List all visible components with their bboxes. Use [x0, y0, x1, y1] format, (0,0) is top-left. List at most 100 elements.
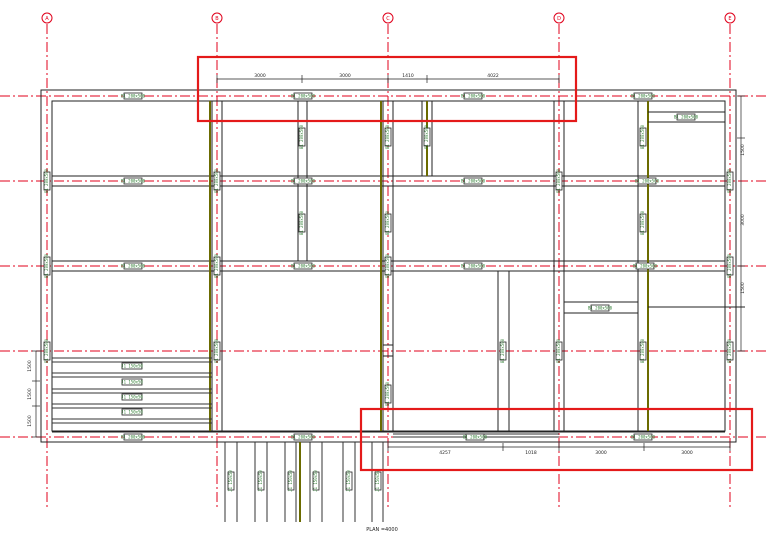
col-tag-b-1: B1 200x500	[213, 168, 221, 193]
beam-tag-right-2: B1 200x500	[588, 304, 613, 312]
beam-tag-top-3: B1 200x500	[461, 92, 486, 100]
svg-text:B1 200x500: B1 200x500	[631, 434, 656, 439]
col-tag-a-2: B1 200x500	[43, 253, 51, 278]
svg-text:B1 200x500: B1 200x500	[640, 124, 645, 149]
beam-tag-bottom-4: B1 200x500	[631, 433, 656, 441]
bottom-dim-3: 3000	[595, 450, 607, 456]
col-tag-e-2: B1 200x500	[726, 253, 734, 278]
beam-tag-bottom-3: B1 200x500	[463, 433, 488, 441]
left-dim-2: 1500	[27, 388, 33, 400]
svg-text:B1 200x500: B1 200x500	[461, 93, 486, 98]
ext-tag-2: J1 150x50	[257, 470, 265, 492]
svg-text:J1 150x50: J1 150x50	[288, 470, 293, 492]
svg-text:B1 200x500: B1 200x500	[385, 210, 390, 235]
col-tag-d-1: B1 200x500	[555, 168, 563, 193]
svg-text:A: A	[45, 16, 49, 22]
highlight-bottom-dimension	[359, 407, 754, 472]
svg-text:D: D	[557, 16, 561, 22]
left-bay-joists	[52, 357, 212, 424]
joist-tag-3: J1 150x50	[121, 393, 143, 401]
joist-tag-4: J1 150x50	[121, 408, 143, 416]
beam-tag-row3-4: B1 200x500	[633, 262, 658, 270]
bottom-dim-1: 4257	[439, 450, 451, 456]
col-tag-b-3: B1 200x500	[213, 338, 221, 363]
right-dim-2: 3000	[740, 214, 746, 226]
beam-tag-row3-1: B1 200x500	[121, 262, 146, 270]
svg-text:B1 200x500: B1 200x500	[214, 253, 219, 278]
beam-tag-bottom-2: B1 200x500	[291, 433, 316, 441]
svg-text:B1 200x500: B1 200x500	[463, 434, 488, 439]
col-tag-de-1: B1 200x500	[639, 124, 647, 149]
extension-members	[224, 442, 384, 522]
col-tag-cd-1: B1 200x500	[423, 124, 431, 149]
svg-text:B1 200x500: B1 200x500	[385, 124, 390, 149]
svg-text:B1 200x500: B1 200x500	[121, 93, 146, 98]
svg-text:B1 200x500: B1 200x500	[500, 338, 505, 363]
bottom-dim-4: 3000	[681, 450, 693, 456]
svg-text:B: B	[215, 16, 219, 22]
svg-text:B1 200x500: B1 200x500	[424, 124, 429, 149]
perimeter-beams	[40, 89, 737, 443]
col-tag-c-1: B1 200x500	[384, 124, 392, 149]
grid-bubble-a: A	[41, 12, 53, 24]
col-tag-de-2: B1 200x500	[639, 210, 647, 235]
col-tag-e-3: B1 200x500	[726, 338, 734, 363]
left-dim-1: 1500	[27, 360, 33, 372]
grid-bubble-c: C	[382, 12, 394, 24]
svg-text:B1 200x500: B1 200x500	[299, 210, 304, 235]
svg-text:B1 200x500: B1 200x500	[291, 263, 316, 268]
grid-bubble-d: D	[553, 12, 565, 24]
svg-text:B1 200x500: B1 200x500	[633, 263, 658, 268]
svg-text:B1 200x500: B1 200x500	[640, 210, 645, 235]
right-dimension-chain: 1500 3000 1500	[737, 95, 746, 352]
svg-text:B1 200x500: B1 200x500	[44, 168, 49, 193]
svg-text:B1 200x500: B1 200x500	[674, 114, 699, 119]
perimeter-inner	[51, 100, 726, 432]
right-bay-beams	[383, 111, 745, 357]
bottom-dimension-chain: 4257 1018 3000 3000	[387, 443, 731, 456]
svg-text:J1 150x50: J1 150x50	[121, 363, 143, 368]
svg-text:B1 200x500: B1 200x500	[214, 168, 219, 193]
col-tag-c-3: B1 200x500	[384, 253, 392, 278]
svg-text:J1 150x50: J1 150x50	[313, 470, 318, 492]
svg-text:J1 150x50: J1 150x50	[375, 470, 380, 492]
col-tag-c-2: B1 200x500	[384, 210, 392, 235]
beam-tag-top-4: B1 200x500	[631, 92, 656, 100]
svg-text:B1 200x500: B1 200x500	[556, 168, 561, 193]
vertical-member-tags: B1 200x500 B1 200x500 B1 200x500 B1 200x…	[43, 124, 734, 492]
svg-text:B1 200x500: B1 200x500	[556, 338, 561, 363]
svg-text:B1 200x500: B1 200x500	[291, 178, 316, 183]
svg-text:E: E	[728, 16, 731, 22]
svg-text:B1 200x500: B1 200x500	[385, 253, 390, 278]
svg-text:B1 200x500: B1 200x500	[44, 338, 49, 363]
col-tag-b-2: B1 200x500	[213, 253, 221, 278]
col-tag-a-3: B1 200x500	[43, 338, 51, 363]
top-dim-3: 1410	[402, 73, 414, 79]
svg-text:B1 200x500: B1 200x500	[640, 338, 645, 363]
ext-tag-5: J1 150x50	[345, 470, 353, 492]
svg-text:B1 200x500: B1 200x500	[385, 381, 390, 406]
svg-text:J1 150x50: J1 150x50	[346, 470, 351, 492]
ext-tag-3: J1 150x50	[287, 470, 295, 492]
grid-bubbles: A B C D E	[41, 12, 736, 24]
col-tag-e-1: B1 200x500	[726, 168, 734, 193]
svg-text:B1 200x500: B1 200x500	[635, 178, 660, 183]
member-tags: B1 200x500 B1 200x500 B1 200x500 B1 200x…	[121, 92, 699, 441]
svg-text:J1 150x50: J1 150x50	[121, 379, 143, 384]
svg-text:J1 150x50: J1 150x50	[121, 409, 143, 414]
beam-tag-row2-1: B1 200x500	[121, 177, 146, 185]
left-dimension-chain: 1500 1500 1500	[27, 350, 40, 438]
svg-text:B1 200x500: B1 200x500	[121, 178, 146, 183]
top-dimension-chain: 3000 3000 1410 4022	[216, 73, 560, 83]
highlight-top-dimension	[196, 55, 578, 123]
top-dim-2: 3000	[339, 73, 351, 79]
col-tag-mid-1: B1 200x500	[298, 124, 306, 149]
left-dim-3: 1500	[27, 415, 33, 427]
bottom-dim-2: 1018	[525, 450, 537, 456]
svg-text:C: C	[386, 16, 390, 22]
beam-tag-top-1: B1 200x500	[121, 92, 146, 100]
svg-text:B1 200x500: B1 200x500	[727, 338, 732, 363]
svg-text:B1 200x500: B1 200x500	[727, 168, 732, 193]
